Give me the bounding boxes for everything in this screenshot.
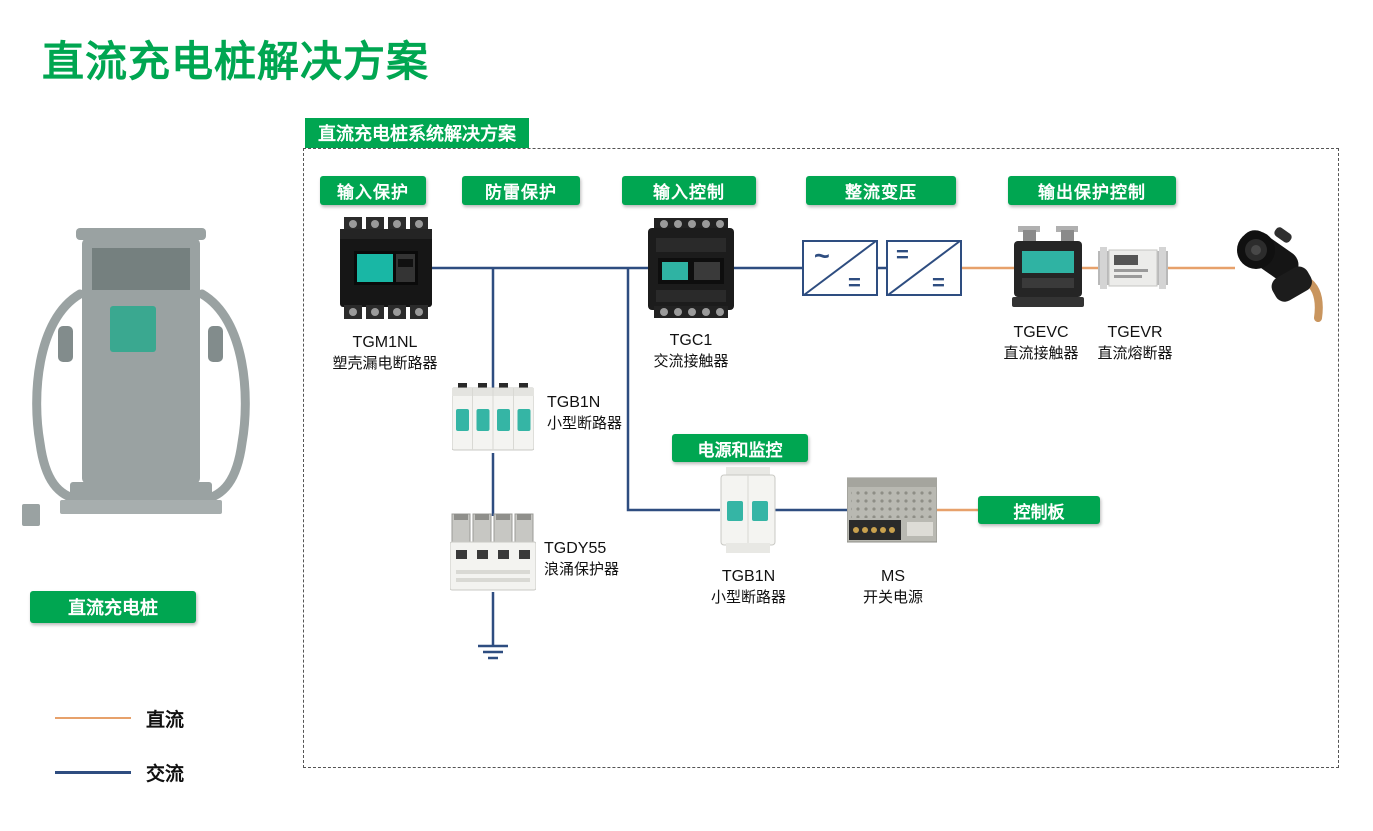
stage-lightning-protection: 防雷保护 [462,176,580,205]
page-title: 直流充电桩解决方案 [42,38,430,85]
tgc1-name: TGC1 [669,332,713,349]
tgb1n-1p-breaker-image [720,467,776,553]
ac-dc-converter-box: ~ = [802,240,878,296]
charging-gun-icon [1237,227,1323,322]
tgb1n-1p-name: TGB1N [721,568,776,585]
tgdy55-name: TGDY55 [544,540,607,557]
tgm1nl-desc: 塑壳漏电断路器 [332,354,438,372]
tgdy55-desc: 浪涌保护器 [544,560,620,578]
dc-symbol: = [932,270,945,295]
charging-pile-tag: 直流充电桩 [30,591,196,623]
tgc1-contactor-image [648,218,734,318]
tgb1n-4p-desc: 小型断路器 [547,414,623,432]
tgdy55-surge-protector-image [449,512,537,594]
miniature-breaker-icon [451,383,535,451]
tgb1n-4p-name: TGB1N [547,394,601,411]
dc-dc-converter-box: = = [886,240,962,296]
tgevc-dc-contactor-image [1012,226,1084,310]
stage-rectifier-transform: 整流变压 [806,176,956,205]
tgc1-label: TGC1 交流接触器 [606,330,776,372]
tgm1nl-breaker-image [340,217,432,319]
tgevc-label: TGEVC 直流接触器 [966,322,1116,364]
surge-protector-icon [449,513,537,591]
tgb1n-4p-label: TGB1N 小型断路器 [547,392,677,434]
tgevc-name: TGEVC [1013,324,1069,341]
tgdy55-label: TGDY55 浪涌保护器 [544,538,684,580]
dc-contactor-icon [1012,226,1084,307]
tgb1n-1p-label: TGB1N 小型断路器 [676,566,821,608]
charging-pile-illustration [18,228,263,530]
ms-label: MS 开关电源 [823,566,963,608]
ac-dc-converter-icon: ~ = [802,240,878,296]
tgm1nl-label: TGM1NL 塑壳漏电断路器 [300,332,470,374]
stage-output-protection-control: 输出保护控制 [1008,176,1176,205]
charging-pile-icon [22,228,250,526]
power-monitor-tag: 电源和监控 [672,434,808,462]
molded-case-breaker-icon [340,217,432,319]
control-board-tag: 控制板 [978,496,1100,524]
stage-input-control: 输入控制 [622,176,756,205]
dc-dc-converter-icon: = = [886,240,962,296]
ac-symbol: ~ [814,241,830,271]
tgevr-desc: 直流熔断器 [1097,344,1173,362]
charging-gun-image [1228,222,1328,322]
ms-desc: 开关电源 [862,588,923,606]
legend-ac-line [55,771,131,774]
tgevr-label: TGEVR 直流熔断器 [1060,322,1210,364]
diagram-title-tab: 直流充电桩系统解决方案 [305,118,529,148]
tgevc-desc: 直流接触器 [1003,344,1079,362]
tgb1n-4p-breaker-image [451,383,535,455]
tgc1-desc: 交流接触器 [653,352,729,370]
dc-symbol: = [896,242,909,267]
ms-power-supply-image [846,474,938,546]
ms-name: MS [881,568,905,585]
ac-contactor-icon [648,218,734,318]
stage-input-protection: 输入保护 [320,176,426,205]
legend-dc-label: 直流 [146,710,185,731]
tgevr-fuse-image [1098,246,1168,290]
switching-power-supply-icon [846,477,938,543]
dc-symbol: = [848,270,861,295]
miniature-breaker-icon [720,467,776,553]
legend-dc-line [55,717,131,719]
legend-ac-label: 交流 [146,764,185,785]
tgb1n-1p-desc: 小型断路器 [710,588,786,606]
tgm1nl-name: TGM1NL [352,334,418,351]
tgevr-name: TGEVR [1107,324,1163,341]
dc-fuse-icon [1098,247,1168,289]
